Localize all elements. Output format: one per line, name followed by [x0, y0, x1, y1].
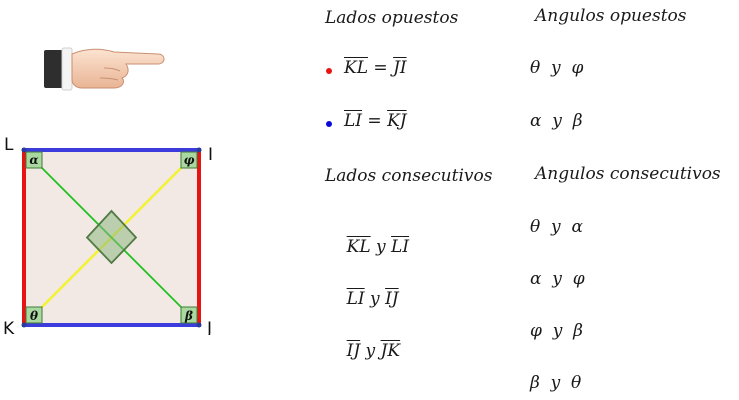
vertex-L-label: L — [4, 135, 14, 155]
consecutive-sides-row: KL y LI — [346, 237, 410, 257]
bullet-blue — [326, 121, 332, 127]
header-opposite-angles: Angulos opuestos — [535, 6, 687, 26]
center-right-angle-marker — [85, 209, 138, 265]
consecutive-sides-row: LI y IJ — [346, 289, 399, 309]
vertex-K-label: K — [3, 319, 15, 335]
opposite-angles-row: θ y φ — [530, 58, 584, 78]
opposite-sides-row: LI = KJ — [344, 111, 407, 131]
header-opposite-sides: Lados opuestos — [325, 8, 459, 28]
angle-alpha: α — [29, 153, 38, 167]
consecutive-angles-row: β y θ — [530, 373, 582, 393]
consecutive-sides-row: IJ y JK — [346, 341, 401, 361]
vertex-K-point — [21, 322, 27, 328]
angle-box-K — [25, 306, 43, 324]
angle-box-J — [180, 306, 198, 324]
angle-theta: θ — [30, 309, 38, 323]
consecutive-angles-row: θ y α — [530, 217, 583, 237]
vertex-L-point — [21, 147, 27, 153]
header-consecutive-angles: Angulos consecutivos — [535, 164, 721, 184]
opposite-sides-row: KL = JI — [344, 58, 407, 78]
vertex-J-label: J — [206, 319, 212, 335]
consecutive-angles-row: φ y β — [530, 321, 583, 341]
square-diagram: α φ θ β L I K J — [3, 135, 213, 335]
header-consecutive-sides: Lados consecutivos — [325, 166, 493, 186]
angle-box-I — [180, 151, 198, 169]
angle-box-L — [25, 151, 43, 169]
vertex-I-label: I — [208, 145, 213, 165]
opposite-angles-row: α y β — [530, 111, 583, 131]
angle-beta: β — [184, 309, 193, 323]
vertex-I-point — [196, 147, 202, 153]
vertex-J-point — [196, 322, 202, 328]
angle-phi: φ — [184, 153, 195, 167]
pointing-hand-icon — [44, 47, 165, 91]
consecutive-angles-row: α y φ — [530, 269, 585, 289]
bullet-red — [326, 68, 332, 74]
